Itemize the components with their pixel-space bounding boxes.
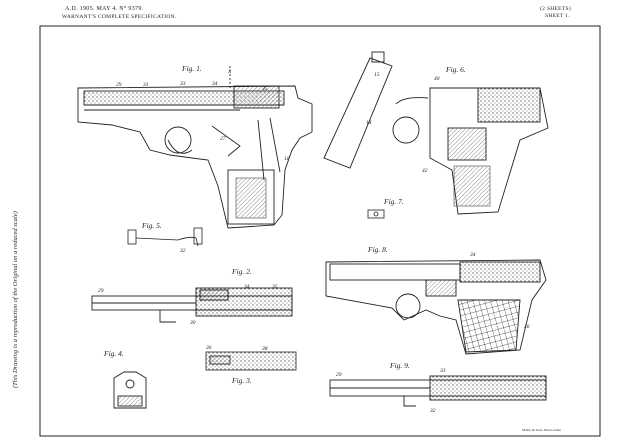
ref-11: 11 [284, 156, 289, 162]
ref-42: 42 [422, 167, 428, 174]
ref-36: 36 [205, 345, 212, 351]
ref-x: X [227, 69, 232, 75]
header-line-1: A.D. 1905. MAY 4. N° 9379. [65, 6, 144, 12]
fig-4-end-view [113, 371, 147, 409]
sheet-number: SHEET 1. [545, 13, 570, 19]
ref-34: 34 [211, 80, 218, 87]
printer-credit: Malby & Sons, Photo-Litho [522, 428, 562, 432]
sheet-frame [39, 25, 601, 437]
ref-30: 30 [189, 320, 196, 326]
ref-34b: 34 [243, 283, 250, 290]
fig-9-label: Fig. 9. [389, 361, 410, 370]
ref-38: 38 [261, 346, 268, 352]
ref-32b: 32 [429, 408, 436, 414]
fig-6-label: Fig. 6. [445, 65, 466, 74]
fig-6-pistol-open [323, 51, 549, 215]
fig-3-label: Fig. 3. [231, 376, 252, 385]
fig-5-label: Fig. 5. [141, 221, 162, 230]
ref-14: 14 [366, 119, 372, 126]
ref-35: 35 [261, 86, 268, 92]
ref-31: 31 [142, 82, 149, 88]
fig-1-label: Fig. 1. [181, 64, 202, 73]
ref-34c: 34 [469, 251, 476, 258]
ref-33b: 33 [439, 368, 446, 374]
fig-7-label: Fig. 7. [383, 197, 404, 206]
fig-9-slide-section [329, 375, 547, 407]
fig-1-pistol-section [77, 66, 313, 229]
ref-35b: 35 [271, 284, 278, 290]
ref-15: 15 [374, 72, 380, 78]
fig-3-slide-detail [205, 351, 297, 371]
header-line-2: WARNANT'S COMPLETE SPECIFICATION. [62, 14, 177, 20]
ref-29b: 29 [98, 288, 104, 294]
fig-2-label: Fig. 2. [231, 267, 252, 276]
fig-5-trigger-part [127, 227, 203, 247]
ref-32: 32 [179, 248, 186, 254]
sheet-count: (2 SHEETS) [540, 6, 571, 12]
ref-29c: 29 [336, 372, 342, 378]
fig-2-slide-assembly [91, 287, 293, 323]
ref-26: 26 [524, 324, 530, 330]
fig-4-label: Fig. 4. [103, 349, 124, 358]
fig-8-label: Fig. 8. [367, 245, 388, 254]
ref-40: 40 [434, 75, 440, 82]
ref-33: 33 [179, 81, 186, 87]
fig-7-small-part [367, 209, 385, 219]
fig-8-pistol-section [325, 259, 547, 355]
ref-27: 27 [220, 136, 226, 142]
ref-29: 29 [116, 82, 122, 88]
